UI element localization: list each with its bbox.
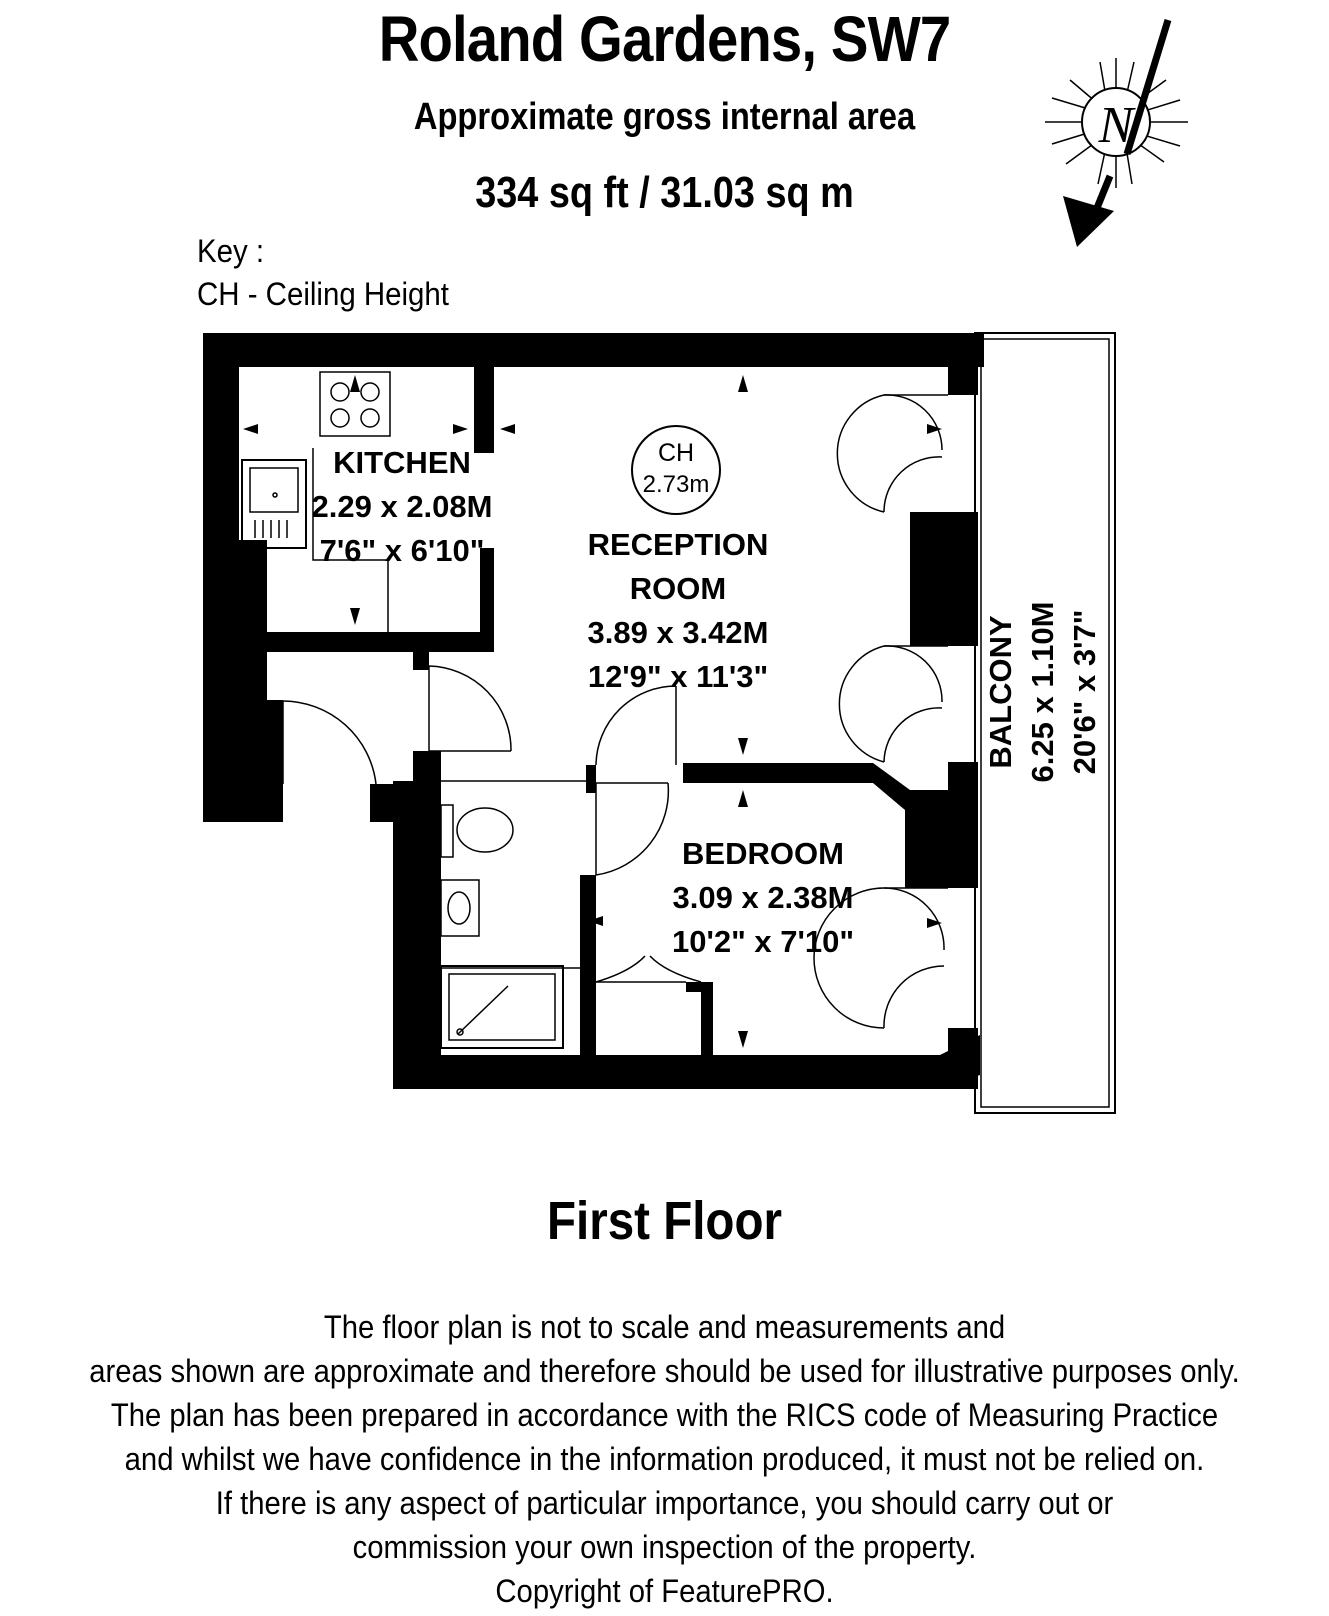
kitchen-metric: 2.29 x 2.08M [312,489,493,524]
compass-north-label: N [1098,97,1137,154]
disclaimer-line: The floor plan is not to scale and measu… [323,1309,1006,1345]
disclaimer-line: areas shown are approximate and therefor… [89,1353,1240,1389]
disclaimer-line: and whilst we have confidence in the inf… [124,1441,1205,1477]
dimension-markers [243,375,942,1048]
disclaimer-line: The plan has been prepared in accordance… [110,1397,1219,1433]
key-heading: Key : [197,233,265,269]
floor-label: First Floor [547,1191,782,1251]
reception-metric: 3.89 x 3.42M [588,615,769,650]
area-subtitle: Approximate gross internal area [413,96,916,138]
reception-name-line1: RECEPTION [588,527,769,562]
reception-imperial: 12'9" x 11'3" [588,659,768,694]
bedroom-name: BEDROOM [682,836,844,871]
bedroom-imperial: 10'2" x 7'10" [672,924,854,959]
ceiling-height-code: CH [658,439,694,467]
page-title: Roland Gardens, SW7 [378,3,951,75]
balcony-name: BALCONY [983,615,1018,769]
bedroom-metric: 3.09 x 2.38M [673,880,854,915]
disclaimer-line: commission your own inspection of the pr… [352,1529,977,1565]
gross-area: 334 sq ft / 31.03 sq m [475,168,854,217]
kitchen-name: KITCHEN [333,445,471,480]
disclaimer-line: If there is any aspect of particular imp… [215,1485,1114,1521]
balcony-outline [974,332,1116,1114]
reception-name-line2: ROOM [630,571,726,606]
ceiling-height-value: 2.73m [643,471,710,498]
compass-icon [1045,18,1188,247]
copyright: Copyright of FeaturePRO. [495,1573,834,1609]
disclaimer: The floor plan is not to scale and measu… [66,1305,1262,1613]
fixtures [241,367,948,1049]
balcony-metric: 6.25 x 1.10M [1025,602,1060,783]
kitchen-imperial: 7'6" x 6'10" [320,533,485,568]
balcony-imperial: 20'6" x 3'7" [1067,610,1102,775]
key-entry: CH - Ceiling Height [197,276,449,312]
walls [203,333,984,1089]
